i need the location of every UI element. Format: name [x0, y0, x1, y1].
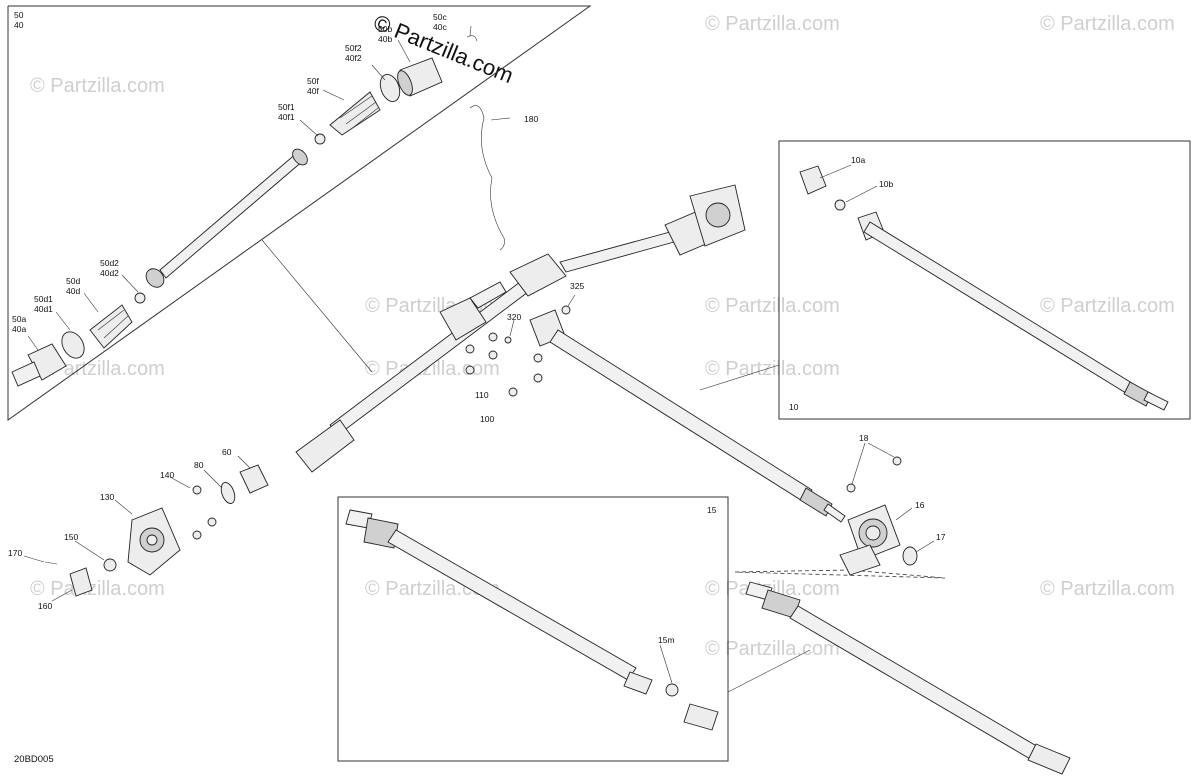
diagram-code: 20BD005 [14, 754, 54, 765]
callout-160: 160 [38, 601, 52, 611]
hub-assembly [44, 464, 269, 597]
callout-15m: 15m [658, 635, 675, 645]
watermark: © Partzilla.com [705, 358, 840, 380]
callout-10b: 10b [879, 179, 893, 189]
inset-frame-10 [778, 140, 1191, 420]
watermark: © Partzilla.com [705, 638, 840, 660]
callout-110: 110 [475, 390, 489, 400]
callout-18: 18 [859, 433, 869, 443]
callout-10a: 10a [851, 155, 865, 165]
callout-60: 60 [222, 447, 232, 457]
detail-frame-cv-shaft [7, 5, 592, 421]
inset-label-10: 10 [789, 402, 799, 412]
inset-frame-15 [337, 496, 729, 762]
center-bearing [839, 456, 918, 576]
wire-harness-180 [469, 105, 505, 251]
watermarks: © Partzilla.com © Partzilla.com © Partzi… [30, 9, 1175, 660]
callout-100: 100 [480, 414, 494, 424]
callout-17: 17 [936, 532, 946, 542]
watermark: © Partzilla.com [1040, 13, 1175, 35]
watermark: © Partzilla.com [1040, 295, 1175, 317]
watermark: © Partzilla.com [30, 578, 165, 600]
watermark: © Partzilla.com [705, 578, 840, 600]
watermark: © Partzilla.com [30, 75, 165, 97]
callout-170: 170 [8, 548, 22, 558]
inset-label-15: 15 [707, 505, 717, 515]
axle-shaft [159, 151, 305, 279]
main-cv-shaft [295, 184, 746, 473]
callout-80: 80 [194, 460, 204, 470]
callout-130: 130 [100, 492, 114, 502]
inset-15-shaft [345, 509, 719, 731]
callout-leaders [23, 25, 935, 684]
callout-320: 320 [507, 312, 521, 322]
watermark: © Partzilla.com [1040, 578, 1175, 600]
connector-line-15 [727, 649, 811, 693]
propeller-shaft [529, 309, 846, 523]
watermark: © Partzilla.com [705, 13, 840, 35]
rear-propeller-shaft [745, 581, 1071, 775]
callout-16: 16 [915, 500, 925, 510]
dashed-guide [734, 569, 946, 579]
hardware-set [465, 305, 571, 397]
front-cv-shaft-exploded [11, 35, 478, 387]
callout-325: 325 [570, 281, 584, 291]
callout-140: 140 [160, 470, 174, 480]
detail-leader-line [261, 239, 373, 373]
callout-180: 180 [524, 114, 538, 124]
connector-line-10 [699, 364, 780, 391]
watermark: © Partzilla.com [705, 295, 840, 317]
callout-150: 150 [64, 532, 78, 542]
inset-10-shaft [799, 165, 1169, 411]
